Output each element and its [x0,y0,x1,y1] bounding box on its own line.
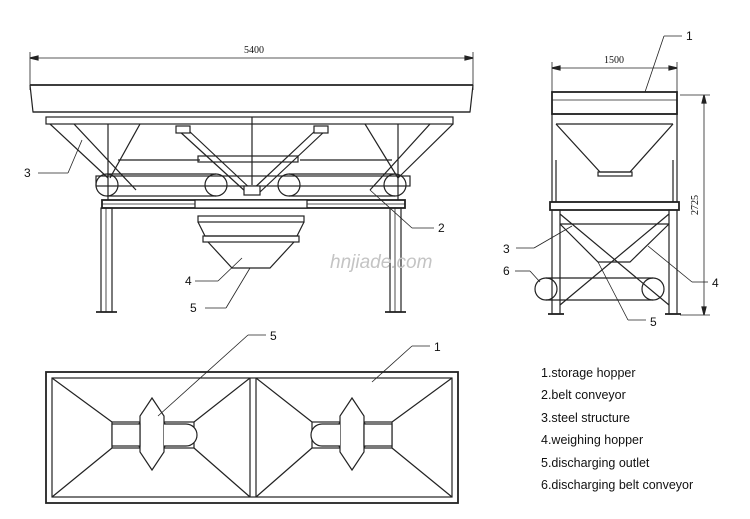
callout-side-4: 4 [712,276,719,290]
storage-hopper-front [29,84,474,185]
callouts-side: 1 3 6 5 4 [503,29,719,329]
belt-conveyor-front [95,155,407,197]
top-view-bin-1 [51,377,251,498]
weighing-hopper-front [194,199,308,269]
callout-side-6: 6 [503,264,510,278]
legend-item-belt-conveyor: 2.belt conveyor [541,388,626,403]
callouts-front: 3 2 4 5 [24,139,445,315]
legend-item-storage-hopper: 1.storage hopper [541,366,636,380]
front-view: 5400 [24,45,474,315]
legend-item-weighing-hopper: 4.weighing hopper [541,433,644,448]
callout-front-3: 3 [24,166,31,180]
callout-side-1: 1 [686,29,693,43]
dimension-side-width: 1500 [551,55,678,92]
side-view: 1500 2725 [503,29,719,329]
discharging-belt-conveyor-side [534,277,665,301]
top-view: 5 1 [45,329,459,504]
legend-item-steel-structure: 3.steel structure [541,410,630,425]
dimension-label-total-length: 5400 [244,45,264,56]
storage-hopper-side [551,91,678,203]
callout-side-3: 3 [503,242,510,256]
legend: 1.storage hopper 2.belt conveyor 3.steel… [541,362,693,496]
dimension-height: 2725 [680,94,710,316]
callout-top-1: 1 [434,340,441,354]
callout-side-5: 5 [650,315,657,329]
dimension-label-height: 2725 [690,195,701,215]
callout-front-5: 5 [190,301,197,315]
callout-top-5: 5 [270,329,277,343]
callout-front-2: 2 [438,221,445,235]
watermark: hnjiade.com [330,252,432,273]
dimension-label-side-width: 1500 [604,55,624,66]
legend-item-discharging-belt-conveyor: 6.discharging belt conveyor [541,477,694,492]
steel-structure-side [548,201,681,315]
dimension-total-length: 5400 [29,45,474,90]
legend-item-discharging-outlet: 5.discharging outlet [541,455,650,470]
callouts-top: 5 1 [157,329,441,417]
callout-front-4: 4 [185,274,192,288]
top-view-bin-2 [255,377,453,498]
